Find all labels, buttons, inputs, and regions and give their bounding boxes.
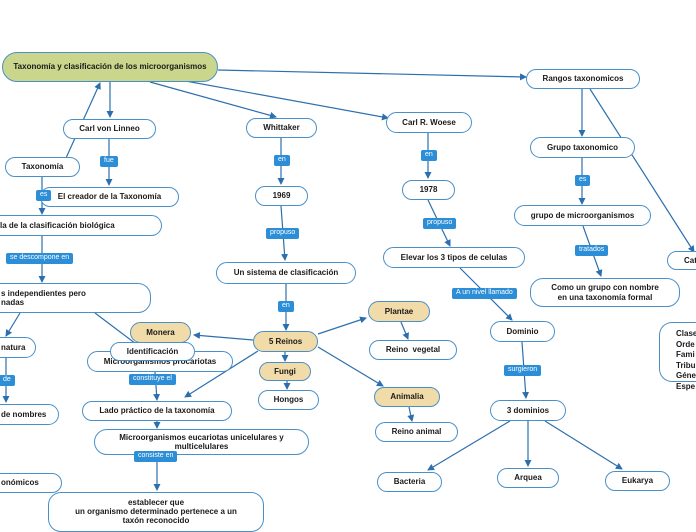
node-de-nombres[interactable]: de nombres [0,404,59,425]
node-grupo-microorganismos[interactable]: grupo de microorganismos [514,205,651,226]
node-establecer[interactable]: establecer que un organismo determinado … [48,492,264,532]
title-node[interactable]: Taxonomía y clasificación de los microor… [2,52,218,82]
label-en-sistema: en [278,301,294,312]
node-natura[interactable]: natura [0,337,36,358]
node-dominio[interactable]: Dominio [490,321,555,342]
node-reino-animal[interactable]: Reino animal [375,422,458,442]
label-fue: fue [100,156,118,167]
label-propuso-woese: propuso [423,218,457,229]
rank-item: Tribu [676,360,696,370]
label-tratados: tratados [575,245,609,256]
node-animalia[interactable]: Animalia [374,387,440,407]
node-rangos-taxonomicos[interactable]: Rangos taxonomicos [526,69,640,89]
node-independientes[interactable]: s independientes pero nadas [0,283,151,313]
node-cat[interactable]: Cat [667,251,696,270]
node-hongos[interactable]: Hongos [258,390,319,410]
node-bacteria[interactable]: Bacteria [377,472,442,492]
label-propuso-whittaker: propuso [266,228,300,239]
node-sistema-clasificacion[interactable]: Un sistema de clasificación [216,262,356,284]
node-el-creador[interactable]: El creador de la Taxonomía [40,187,179,207]
node-carl-von-linneo[interactable]: Carl von Linneo [63,119,156,139]
node-identificacion[interactable]: Identificación [110,342,195,361]
node-elevar-3-tipos[interactable]: Elevar los 3 tipos de celulas [383,247,525,268]
label-en-whittaker: en [274,155,290,166]
label-constituye: constituye el [129,374,176,385]
label-se-descompone: se descompone en [6,253,74,264]
node-microorganismos-eucariotas[interactable]: Microorganismos eucariotas unicelulares … [94,429,309,455]
node-carl-woese[interactable]: Carl R. Woese [386,112,472,133]
rank-item: Clase [676,329,696,338]
label-en-woese: en [421,150,437,161]
node-whittaker[interactable]: Whittaker [246,118,317,138]
rank-item: Géne [676,371,696,380]
node-1978[interactable]: 1978 [402,180,455,200]
node-fungi[interactable]: Fungi [259,362,311,381]
node-reino-vegetal[interactable]: Reino vegetal [369,340,457,360]
node-grupo-taxonomico[interactable]: Grupo taxonomico [530,137,635,158]
node-como-grupo-nombre[interactable]: Como un grupo con nombre en una taxonomí… [530,278,680,307]
node-arquea[interactable]: Arquea [497,468,559,488]
label-surgieron: surgieron [504,365,542,376]
node-monera[interactable]: Monera [130,322,191,343]
connector-lines [2,69,695,491]
label-consiste: consiste en [134,451,178,462]
node-ranks-list[interactable]: Clase Orde Fami Tribu Géne Espe [659,322,696,391]
node-onomicos[interactable]: onómicos [0,473,62,493]
node-5-reinos[interactable]: 5 Reinos [253,331,318,352]
rank-item: Espe [676,381,696,391]
label-de: de [0,375,15,386]
rank-item: Fami [676,350,695,359]
rank-item: Orde [676,339,695,349]
label-a-un-nivel: A un nivel llamado [452,288,517,299]
node-3-dominios[interactable]: 3 dominios [490,400,566,421]
label-es: es [575,175,591,186]
node-clasificacion-biologica[interactable]: la de la clasificación biológica [0,215,162,236]
node-eukarya[interactable]: Eukarya [605,471,670,491]
node-1969[interactable]: 1969 [255,186,308,206]
node-plantae[interactable]: Plantae [368,301,430,322]
node-taxonomia[interactable]: Taxonomía [5,157,80,177]
node-lado-practico[interactable]: Lado práctico de la taxonomía [82,401,232,421]
label-es-taxonomia: es [36,190,52,201]
